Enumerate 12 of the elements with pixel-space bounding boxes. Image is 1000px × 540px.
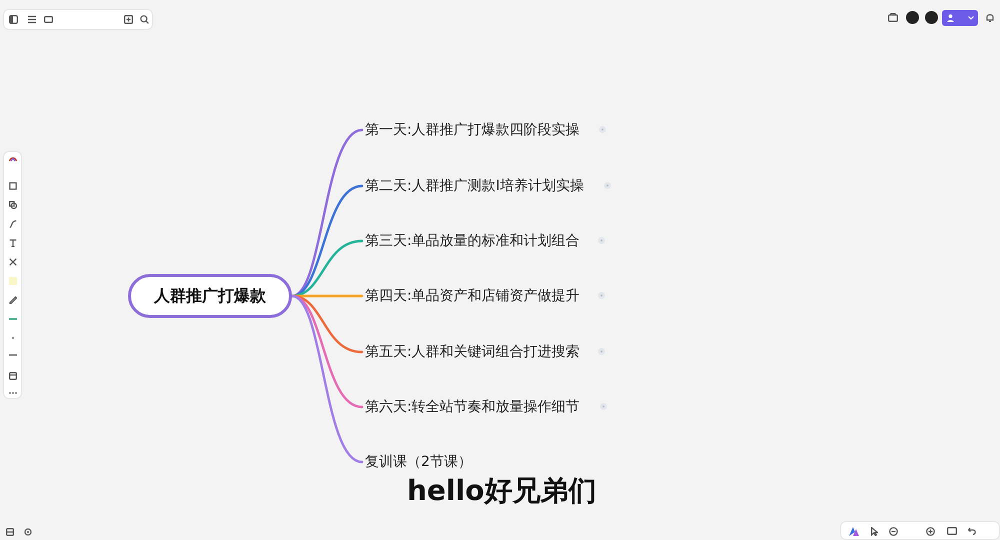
topic-text: 第一天:人群推广打爆款四阶段实操 (365, 121, 580, 139)
topic-pill: 人群推广打爆款 (128, 274, 292, 318)
branch-line (290, 240, 364, 298)
topic-text: 第四天:单品资产和店铺资产做提升 (365, 287, 580, 305)
subtitle-text: hello好兄弟们 (407, 474, 596, 508)
topic-text: 第六天:转全站节奏和放量操作细节 (365, 398, 580, 416)
topic-text: 第二天:人群推广测款I培养计划实操 (365, 177, 584, 195)
topic-text: 复训课（2节课） (365, 453, 472, 471)
topic-text: 第三天:单品放量的标准和计划组合 (365, 232, 580, 250)
branch-line (290, 184, 364, 298)
topic-text: 第五天:人群和关键词组合打进搜索 (365, 343, 580, 361)
branch-line (290, 294, 364, 464)
